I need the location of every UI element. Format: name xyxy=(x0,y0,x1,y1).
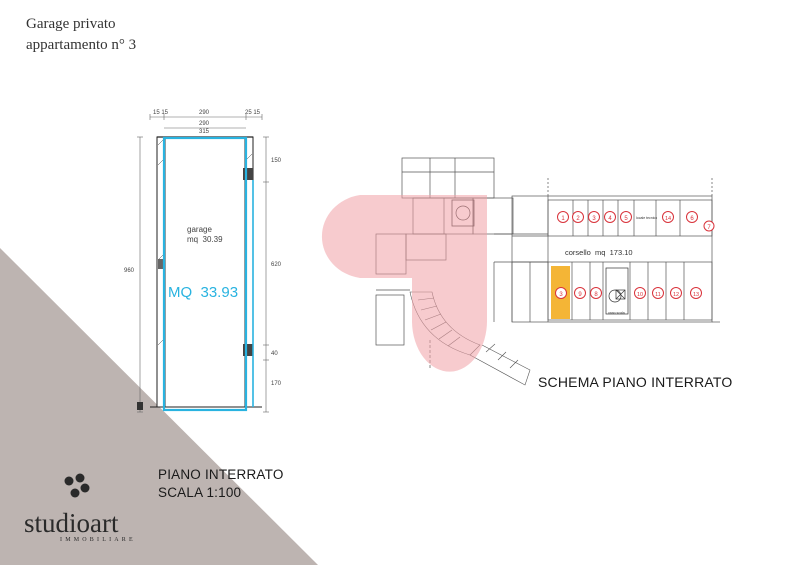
technical-room-note: locale tecnico xyxy=(636,216,657,220)
dim-top2-1: 290 xyxy=(199,121,210,127)
top-spot-number: 3 xyxy=(592,216,596,222)
basement-schema xyxy=(321,157,720,386)
header-line-1: Garage privato xyxy=(26,16,116,32)
brand-name: studioart xyxy=(24,508,119,538)
header-line-2: appartamento n° 3 xyxy=(26,37,137,53)
bottom-spot-number: 8 xyxy=(594,292,598,298)
garage-floorplan xyxy=(137,114,269,413)
dim-right-1: 150 xyxy=(271,158,282,164)
floor-caption: PIANO INTERRATO xyxy=(158,467,284,482)
bottom-spot-number: 10 xyxy=(637,292,643,298)
corridor-label: corsello mq 173.10 xyxy=(565,248,633,257)
top-spot-number: 6 xyxy=(690,216,694,222)
top-spot-number: 7 xyxy=(707,225,711,231)
dim-right-3: 40 xyxy=(271,351,278,357)
room-name: garage xyxy=(187,225,212,234)
bottom-spot-number: 3 xyxy=(559,292,563,298)
top-spot-number: 2 xyxy=(576,216,580,222)
top-spot-number: 1 xyxy=(561,216,565,222)
studioart-logo-icon xyxy=(64,473,90,498)
top-parking-markers xyxy=(557,211,715,232)
stair-note: vano scala xyxy=(608,311,625,315)
top-spot-number: 5 xyxy=(624,216,628,222)
room-area: mq 30.39 xyxy=(187,235,223,244)
top-spot-number: 4 xyxy=(608,216,612,222)
dim-right-2: 620 xyxy=(271,262,282,268)
scale-caption: SCALA 1:100 xyxy=(158,485,242,500)
dim-top2-2: 315 xyxy=(199,129,210,135)
dim-top-1: 15 15 xyxy=(153,110,169,116)
top-spot-number: 14 xyxy=(665,216,671,222)
bottom-parking-markers xyxy=(574,287,702,299)
dim-right-4: 170 xyxy=(271,381,282,387)
brand-subtitle: IMMOBILIARE xyxy=(60,537,136,543)
bottom-spot-number: 11 xyxy=(655,292,661,298)
dim-top-3: 25 15 xyxy=(245,110,261,116)
bottom-spot-number: 9 xyxy=(578,292,582,298)
dim-top-2: 290 xyxy=(199,110,210,116)
dim-left: 960 xyxy=(124,268,135,274)
total-area-label: MQ 33.93 xyxy=(168,284,238,301)
bottom-spot-number: 13 xyxy=(693,292,699,298)
bottom-spot-number: 12 xyxy=(673,292,679,298)
schema-title: SCHEMA PIANO INTERRATO xyxy=(538,374,733,390)
highlight-area xyxy=(321,195,488,372)
